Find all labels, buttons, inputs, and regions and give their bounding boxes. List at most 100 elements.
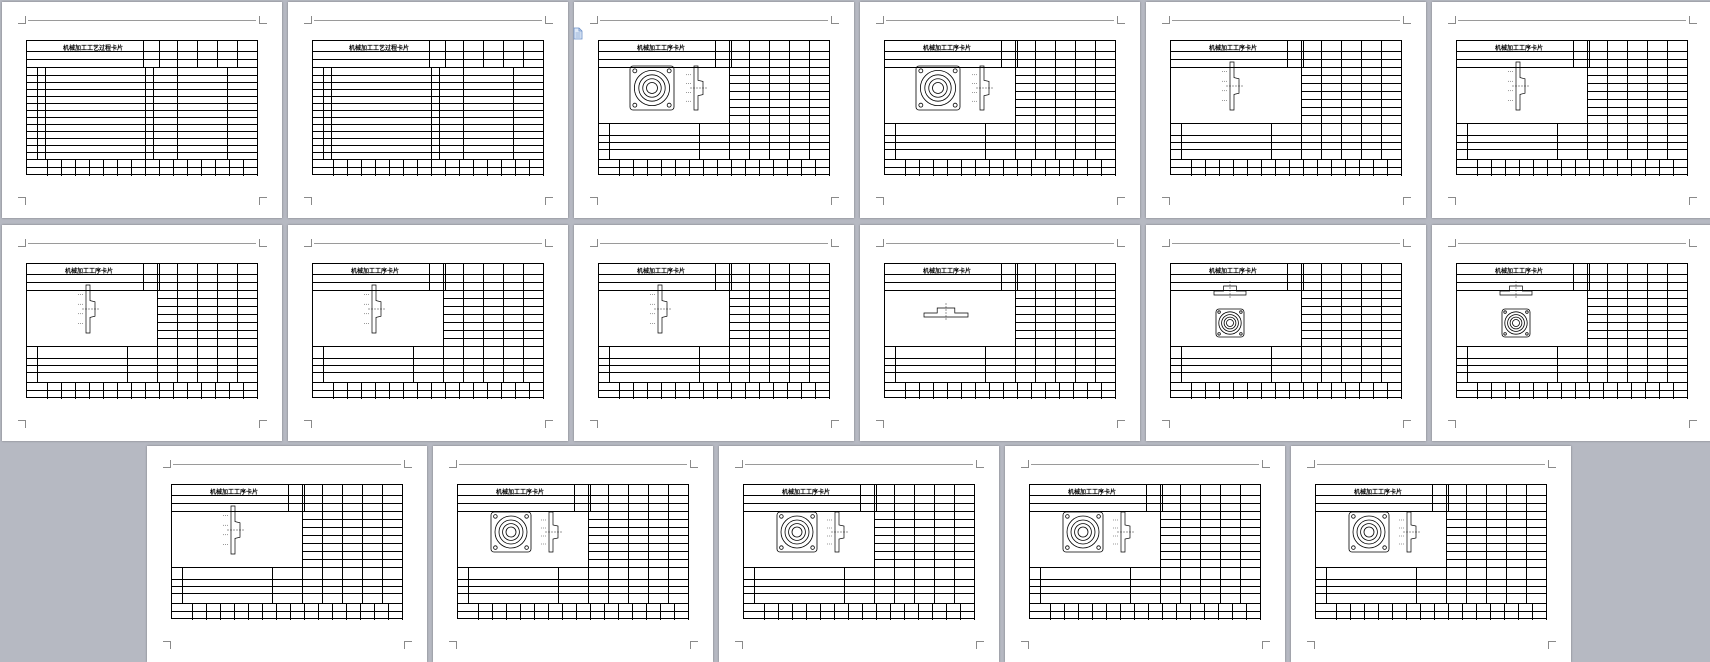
footer-col: [215, 382, 216, 399]
step-col: [1181, 346, 1182, 382]
page[interactable]: 机械加工工序卡片: [1432, 225, 1710, 441]
footer-row: [1316, 611, 1546, 612]
footer-col: [1045, 382, 1046, 399]
data-row: [1301, 99, 1401, 100]
footer-col: [131, 159, 132, 176]
grid-row: [1316, 511, 1546, 512]
drawing-separator: [1587, 264, 1588, 346]
footer-col: [361, 159, 362, 176]
footer-col: [633, 159, 634, 176]
footer-col: [905, 382, 906, 399]
page[interactable]: 机械加工工序卡片: [2, 225, 282, 441]
page[interactable]: 机械加工工序卡片: [1432, 2, 1710, 218]
footer-col: [103, 382, 104, 399]
page[interactable]: 机械加工工序卡片: [860, 225, 1140, 441]
step-col: [413, 346, 414, 382]
step-row: [1457, 372, 1687, 373]
footer-row: [27, 159, 257, 160]
grid-row: [885, 59, 1115, 60]
page[interactable]: 机械加工工序卡片: [1146, 225, 1426, 441]
footer-col: [1645, 159, 1646, 176]
crop-mark: [735, 460, 743, 468]
step-col: [1506, 567, 1507, 603]
crop-mark: [831, 239, 839, 247]
table-col: [431, 67, 432, 159]
footer-col: [576, 603, 577, 620]
step-col: [985, 123, 986, 159]
front-section-view: [1499, 281, 1533, 299]
footer-row: [1030, 611, 1260, 612]
page[interactable]: 机械加工工序卡片: [860, 2, 1140, 218]
page[interactable]: 机械加工工序卡片: [147, 446, 427, 662]
page[interactable]: 机械加工工序卡片: [1005, 446, 1285, 662]
page[interactable]: 机械加工工序卡片: [433, 446, 713, 662]
page[interactable]: 机械加工工序卡片: [574, 225, 854, 441]
crop-mark: [1403, 420, 1411, 428]
footer-col: [1331, 382, 1332, 399]
page[interactable]: 机械加工工序卡片: [719, 446, 999, 662]
header-line: [1458, 243, 1686, 244]
crop-mark: [590, 197, 598, 205]
footer-col: [759, 159, 760, 176]
step-col: [382, 567, 383, 603]
footer-col: [717, 382, 718, 399]
drawing-separator: [157, 264, 158, 346]
grid-col: [159, 41, 160, 67]
step-row: [599, 365, 829, 366]
footer-col: [431, 159, 432, 176]
step-row: [885, 358, 1115, 359]
step-col: [177, 346, 178, 382]
crop-mark: [590, 16, 598, 24]
footer-col: [318, 603, 319, 620]
footer-col: [346, 603, 347, 620]
data-col: [177, 290, 178, 346]
footer-col: [1261, 159, 1262, 176]
grid-row: [1457, 59, 1687, 60]
grid-row: [1030, 511, 1260, 512]
footer-col: [206, 603, 207, 620]
step-col: [1647, 123, 1648, 159]
footer-row: [313, 382, 543, 383]
data-row: [1446, 519, 1546, 520]
table-row: [27, 138, 257, 139]
crop-mark: [259, 420, 267, 428]
footer-row: [885, 382, 1115, 383]
footer-col: [876, 603, 877, 620]
page[interactable]: 机械加工工序卡片: [288, 225, 568, 441]
page[interactable]: 机械加工工序卡片: [1291, 446, 1571, 662]
footer-col: [1190, 603, 1191, 620]
crop-mark: [1403, 239, 1411, 247]
card-title: 机械加工工序卡片: [1495, 46, 1544, 52]
footer-row: [27, 167, 257, 168]
data-row: [1015, 75, 1115, 76]
data-row: [588, 535, 688, 536]
grid-row: [599, 274, 829, 275]
data-row: [1301, 298, 1401, 299]
page[interactable]: 机械加工工序卡片: [574, 2, 854, 218]
footer-col: [375, 159, 376, 176]
footer-col: [1350, 603, 1351, 620]
crop-mark: [1448, 16, 1456, 24]
data-row: [1015, 115, 1115, 116]
grid-col: [1240, 485, 1241, 511]
grid-col: [590, 485, 591, 511]
page[interactable]: 机械加工工艺过程卡片: [2, 2, 282, 218]
step-col: [588, 567, 589, 603]
table-col: [153, 67, 154, 159]
grid-row: [1171, 51, 1401, 52]
step-col: [468, 567, 469, 603]
crop-mark: [976, 460, 984, 468]
footer-col: [192, 603, 193, 620]
grid-col: [217, 41, 218, 67]
crop-mark: [304, 16, 312, 24]
footer-col: [904, 603, 905, 620]
step-col: [1667, 123, 1668, 159]
page[interactable]: 机械加工工序卡片: [1146, 2, 1426, 218]
grid-row: [27, 282, 257, 283]
data-row: [729, 115, 829, 116]
grid-row: [1457, 290, 1687, 291]
data-row: [1015, 338, 1115, 339]
page[interactable]: 机械加工工艺过程卡片: [288, 2, 568, 218]
grid-col: [1055, 41, 1056, 67]
process-card: 机械加工工序卡片: [1315, 484, 1547, 620]
